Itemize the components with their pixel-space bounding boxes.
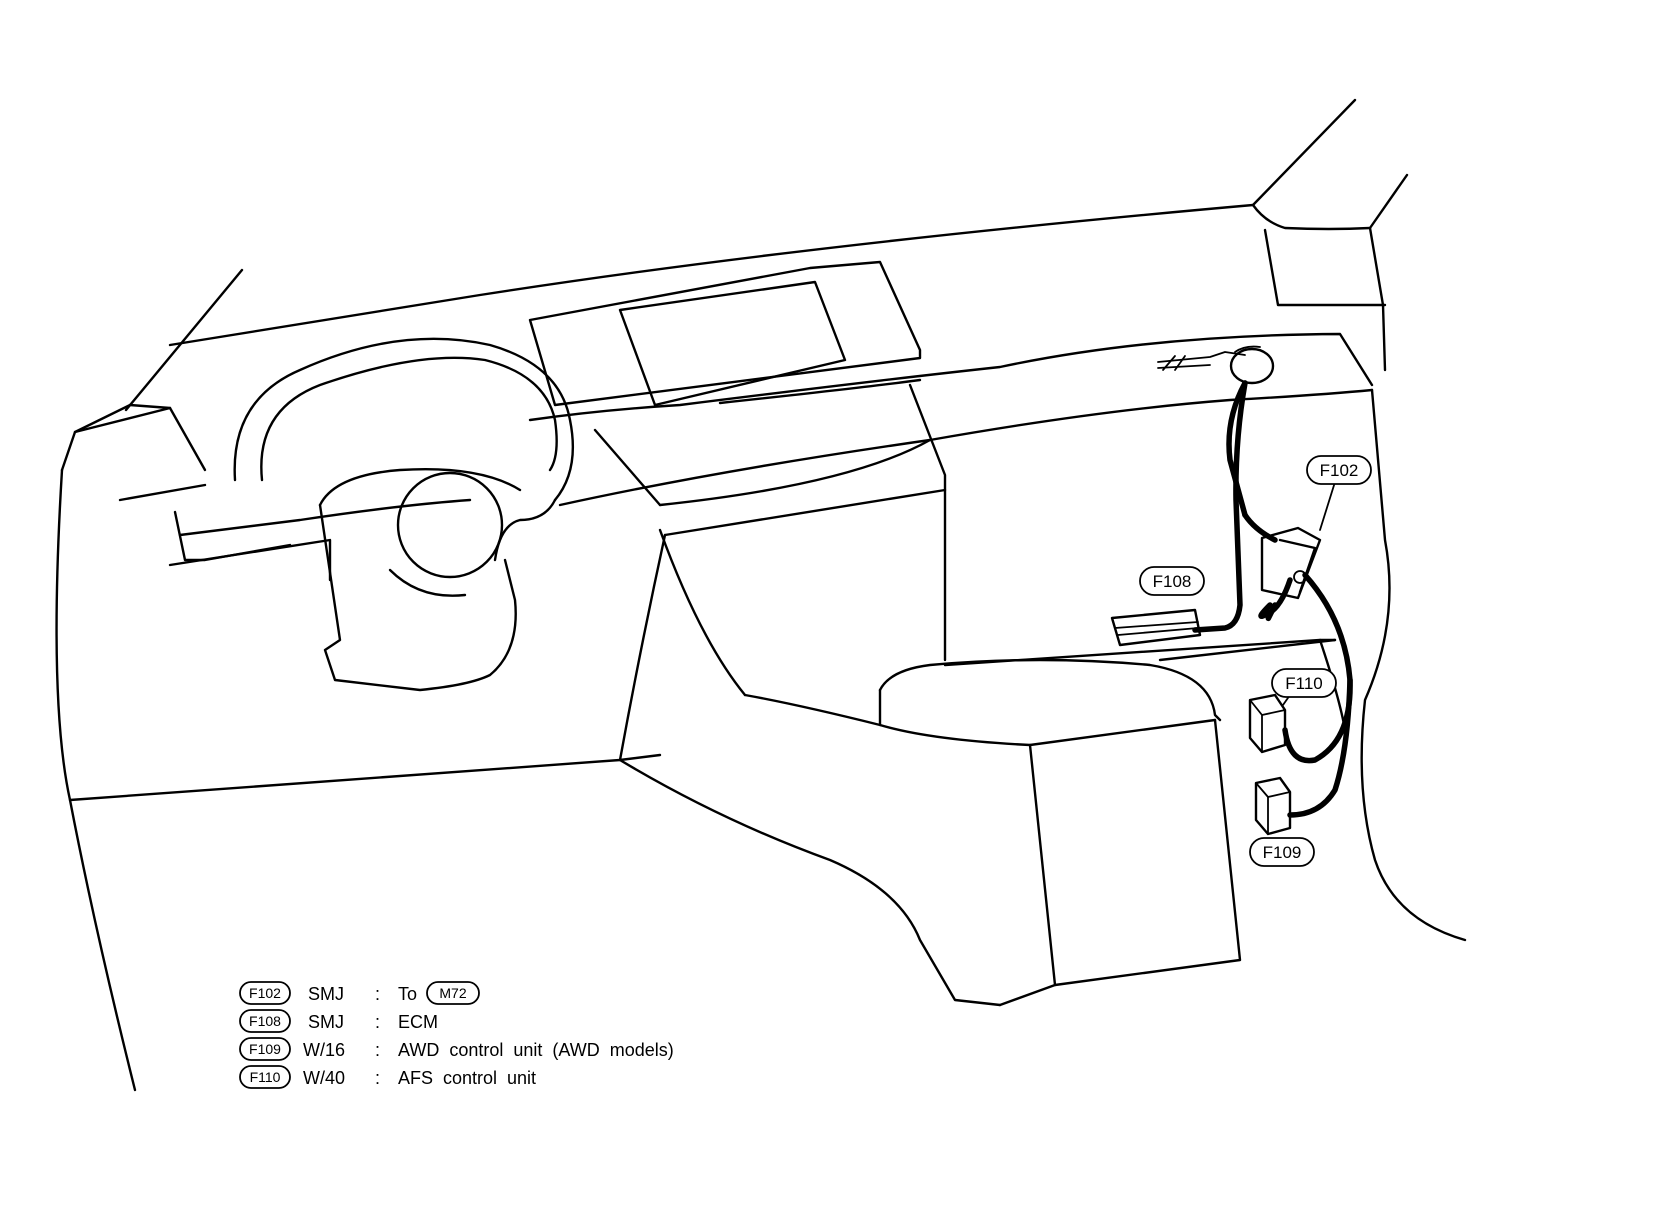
legend-row-f109: F109 W/16 : AWD control unit (AWD models…	[239, 1037, 674, 1061]
legend: F102 SMJ : To M72 F108 SMJ : ECM F109 W/…	[239, 981, 674, 1089]
legend-type: SMJ	[308, 984, 344, 1004]
legend-code: F110	[250, 1069, 281, 1085]
legend-desc: AWD control unit (AWD models)	[398, 1040, 674, 1060]
legend-sep: :	[375, 1040, 380, 1060]
wiring-harness	[1157, 345, 1353, 818]
legend-row-f108: F108 SMJ : ECM	[239, 1009, 438, 1033]
legend-code: F108	[249, 1013, 281, 1029]
callout-f108: F108	[1139, 566, 1205, 596]
legend-code: F109	[249, 1041, 281, 1057]
callout-f108-label: F108	[1153, 572, 1192, 591]
legend-sep: :	[375, 1068, 380, 1088]
connector-f109	[1254, 776, 1292, 836]
legend-desc: To	[398, 984, 417, 1004]
callout-f109: F109	[1249, 837, 1315, 867]
legend-type: W/40	[303, 1068, 345, 1088]
legend-type: SMJ	[308, 1012, 344, 1032]
callout-f102-label: F102	[1320, 461, 1359, 480]
legend-type: W/16	[303, 1040, 345, 1060]
dashboard-line-art	[55, 98, 1467, 1092]
callout-f110-label: F110	[1285, 674, 1323, 693]
legend-ref: M72	[439, 985, 466, 1001]
callout-f102: F102	[1306, 455, 1372, 485]
callout-f110: F110	[1271, 668, 1337, 698]
callout-f109-label: F109	[1263, 843, 1302, 862]
legend-desc: ECM	[398, 1012, 438, 1032]
legend-sep: :	[375, 984, 380, 1004]
legend-row-f102: F102 SMJ : To M72	[239, 981, 480, 1005]
connector-f110	[1248, 693, 1287, 754]
legend-row-f110: F110 W/40 : AFS control unit	[239, 1065, 536, 1089]
legend-code: F102	[249, 985, 281, 1001]
connector-f102	[1260, 526, 1322, 600]
legend-sep: :	[375, 1012, 380, 1032]
legend-desc: AFS control unit	[398, 1068, 536, 1088]
connector-f108	[1110, 608, 1202, 647]
